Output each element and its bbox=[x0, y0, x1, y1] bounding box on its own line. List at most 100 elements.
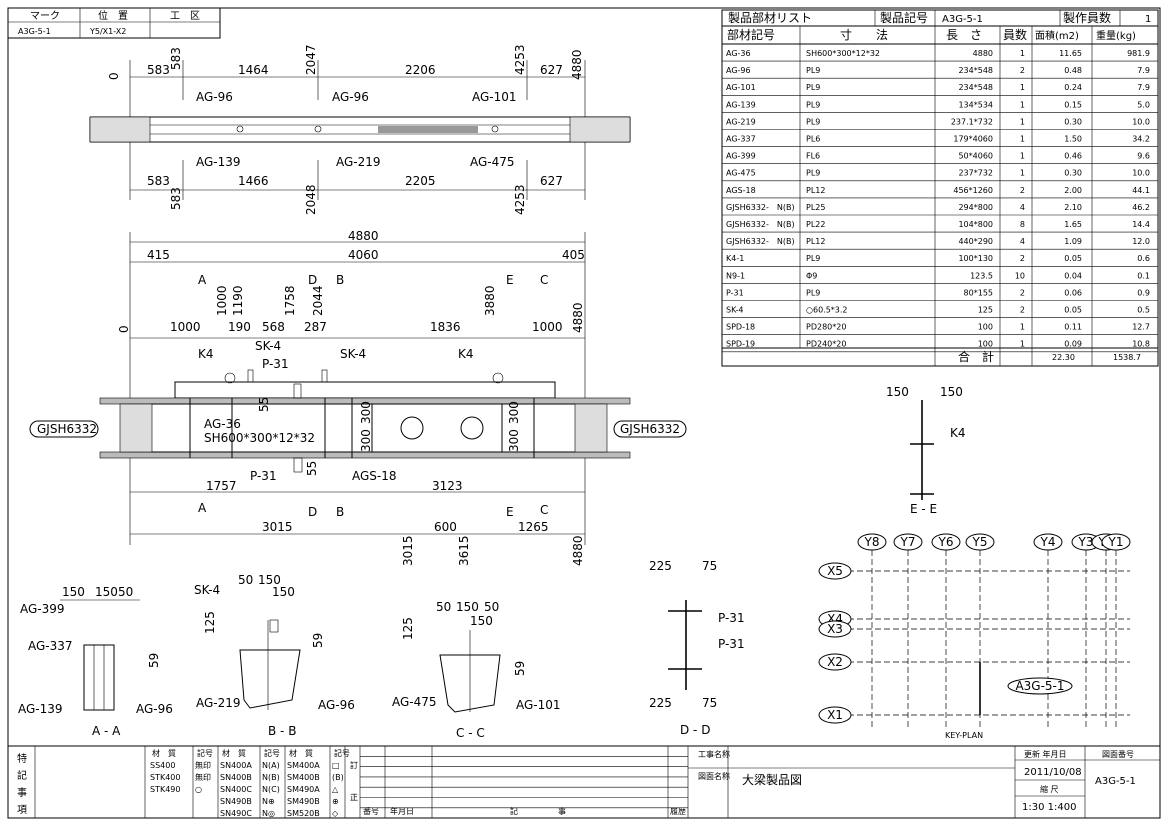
materials-cell: SN400B bbox=[220, 773, 252, 782]
sec-e-top: E bbox=[506, 273, 514, 287]
materials-header: 記号 bbox=[264, 748, 280, 758]
materials-cell: SM520B bbox=[287, 809, 320, 818]
key-grid-y-label: Y6 bbox=[938, 535, 954, 549]
parts-cell: 2 bbox=[1020, 288, 1025, 297]
ee-150a: 150 bbox=[886, 385, 909, 399]
sec-a-top: A bbox=[198, 273, 207, 287]
key-grid-x-label: X2 bbox=[827, 655, 843, 669]
cc-50b: 50 bbox=[484, 600, 499, 614]
section-dd: 225 75 P-31 P-31 225 75 D - D bbox=[649, 559, 745, 737]
elev-b1757: 1757 bbox=[206, 479, 237, 493]
parts-cell: AGS-18 bbox=[726, 186, 756, 195]
plan-label-ag139: AG-139 bbox=[196, 155, 241, 169]
materials-cell: N⊕ bbox=[262, 797, 275, 806]
section-aa: 150 150 50 59 AG-399 AG-337 AG-139 AG-96… bbox=[18, 585, 173, 738]
key-grid-x-bubble bbox=[818, 706, 852, 724]
parts-cell: 0.05 bbox=[1064, 306, 1082, 315]
key-grid-y-bubble bbox=[1101, 533, 1131, 551]
parts-cell: 2.10 bbox=[1064, 203, 1082, 212]
sheet-border bbox=[7, 7, 1161, 819]
parts-cell: 981.9 bbox=[1127, 49, 1150, 58]
key-grid-x-bubble bbox=[818, 653, 852, 671]
parts-cell: 1 bbox=[1020, 49, 1025, 58]
elev-b1265: 1265 bbox=[518, 520, 549, 534]
materials-cell: (B) bbox=[332, 773, 344, 782]
parts-cell: 1 bbox=[1020, 340, 1025, 349]
parts-cell: GJSH6332- N(B) bbox=[726, 220, 795, 229]
elev-k4-left: K4 bbox=[198, 347, 214, 361]
parts-cell: 10.8 bbox=[1132, 340, 1150, 349]
parts-cell: 134*534 bbox=[958, 100, 993, 109]
materials-cell: SM400A bbox=[287, 761, 320, 770]
parts-cell: AG-337 bbox=[726, 135, 756, 144]
update-label: 更新 年月日 bbox=[1024, 749, 1067, 759]
elev-d1836: 1836 bbox=[430, 320, 461, 334]
parts-cell: SH600*300*12*32 bbox=[806, 49, 880, 58]
materials-cell: STK490 bbox=[150, 785, 180, 794]
key-grid-y-label: Y5 bbox=[972, 535, 988, 549]
ee-150b: 150 bbox=[940, 385, 963, 399]
revision-header: 年月日 bbox=[390, 806, 414, 816]
parts-cell: 4 bbox=[1020, 203, 1025, 212]
cc-59: 59 bbox=[513, 661, 527, 676]
key-grid-x-bubble bbox=[818, 620, 852, 638]
parts-table: 製品部材リスト 製品記号 A3G-5-1 製作員数 1 部材記号 寸 法 長 さ… bbox=[721, 9, 1159, 367]
parts-cell: PL12 bbox=[806, 186, 825, 195]
parts-cell: 8 bbox=[1020, 220, 1025, 229]
dd-225b: 225 bbox=[649, 696, 672, 710]
revision-header: 記 事 bbox=[510, 806, 566, 816]
col-header-code: 部材記号 bbox=[727, 27, 775, 42]
key-grid-y-bubble bbox=[857, 533, 887, 551]
plan-label-ag96-1: AG-96 bbox=[196, 90, 233, 104]
materials-header: 材 質 bbox=[152, 748, 176, 758]
key-grid-y-bubble bbox=[931, 533, 961, 551]
materials-cell: SN400C bbox=[220, 785, 252, 794]
total-area: 22.30 bbox=[1052, 353, 1075, 362]
plan-label-ag475: AG-475 bbox=[470, 155, 515, 169]
aa-ag139: AG-139 bbox=[18, 702, 63, 716]
aa-ag399: AG-399 bbox=[20, 602, 65, 616]
plan-bot-v2: 2048 bbox=[304, 184, 318, 215]
parts-cell: 7.9 bbox=[1137, 83, 1150, 92]
parts-cell: K4-1 bbox=[726, 254, 744, 263]
parts-cell: PD280*20 bbox=[806, 323, 846, 332]
parts-cell: 1 bbox=[1020, 135, 1025, 144]
parts-cell: 1 bbox=[1020, 152, 1025, 161]
parts-cell: PL9 bbox=[806, 66, 820, 75]
cc-125: 125 bbox=[401, 617, 415, 640]
bb-59: 59 bbox=[311, 633, 325, 648]
parts-cell: P-31 bbox=[726, 288, 744, 297]
bb-ag219: AG-219 bbox=[196, 696, 241, 710]
elev-d287: 287 bbox=[304, 320, 327, 334]
plan-top-b: 1464 bbox=[238, 63, 269, 77]
materials-cell: N(C) bbox=[262, 785, 280, 794]
parts-cell: 0.06 bbox=[1064, 288, 1082, 297]
total-label: 合 計 bbox=[958, 349, 994, 364]
elev-bv3615: 3615 bbox=[457, 535, 471, 566]
parts-cell: AG-219 bbox=[726, 117, 756, 126]
sec-d-bot: D bbox=[308, 505, 317, 519]
key-grid-y-bubble bbox=[893, 533, 923, 551]
parts-cell: SPD-19 bbox=[726, 340, 755, 349]
materials-cell: N(B) bbox=[262, 773, 280, 782]
cc-50: 50 bbox=[436, 600, 451, 614]
bb-ag96: AG-96 bbox=[318, 698, 355, 712]
parts-cell: PD240*20 bbox=[806, 340, 846, 349]
cc-ag101: AG-101 bbox=[516, 698, 561, 712]
materials-cell: □ bbox=[332, 761, 340, 770]
key-grid-y-label: Y8 bbox=[864, 535, 880, 549]
parts-cell: PL6 bbox=[806, 135, 820, 144]
elev-d55b: 55 bbox=[305, 461, 319, 476]
key-plan-title: KEY-PLAN bbox=[945, 731, 983, 740]
col-header-area: 面積(m2) bbox=[1035, 29, 1079, 42]
elev-bv4880: 4880 bbox=[571, 535, 585, 566]
elev-d300b: 300 bbox=[359, 429, 373, 452]
elev-d55a: 55 bbox=[257, 397, 271, 412]
elev-gj-right: GJSH6332 bbox=[620, 422, 680, 436]
elev-d568: 568 bbox=[262, 320, 285, 334]
dd-title: D - D bbox=[680, 723, 710, 737]
parts-cell: 10.0 bbox=[1132, 169, 1150, 178]
materials-cell: ◇ bbox=[332, 809, 339, 818]
parts-cell: 0.6 bbox=[1137, 254, 1150, 263]
